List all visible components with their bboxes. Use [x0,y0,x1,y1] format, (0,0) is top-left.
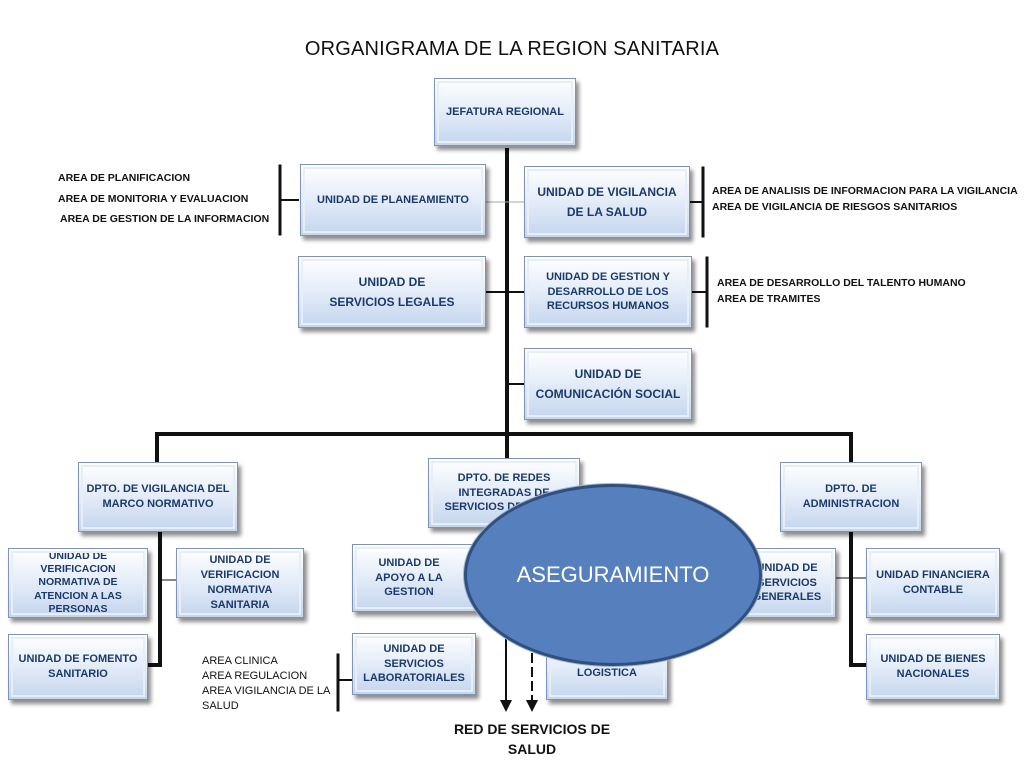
unidad-comunicacion-social-line2: COMUNICACIÓN SOCIAL [535,387,681,401]
red-servicios-salud-label: RED DE SERVICIOS DE SALUD [453,721,611,757]
unidad-vigilancia-salud-line1: UNIDAD DE VIGILANCIA [537,184,677,199]
unidad-financiera-contable-box[interactable]: UNIDAD FINANCIERA CONTABLE [866,548,1000,618]
chart-title: ORGANIGRAMA DE LA REGION SANITARIA [304,38,720,60]
area-analisis-informacion: AREA DE ANALISIS DE INFORMACION PARA LA … [712,185,1018,197]
area-gestion-informacion: AREA DE GESTION DE LA INFORMACION [60,213,270,225]
unidad-verificacion-atencion-label: UNIDAD DE VERIFICACION NORMATIVA DE ATEN… [34,550,122,615]
unidad-servicios-legales-box[interactable]: UNIDAD DE SERVICIOS LEGALES [298,256,486,328]
unidad-verificacion-sanitaria-box[interactable]: UNIDAD DE VERIFICACION NORMATIVA SANITAR… [176,548,304,618]
unidad-financiera-contable-label: UNIDAD FINANCIERA CONTABLE [876,569,990,596]
unidad-rrhh-label: UNIDAD DE GESTION Y DESARROLLO DE LOS RE… [546,270,670,313]
areas-laboratorio: AREA CLINICA AREA REGULACION AREA VIGILA… [202,654,336,713]
area-regulacion: AREA REGULACION [202,669,308,682]
area-tramites: AREA DE TRAMITES [717,293,821,305]
dpto-vigilancia-marco-normativo-box[interactable]: DPTO. DE VIGILANCIA DEL MARCO NORMATIVO [78,462,238,532]
jefatura-regional-box[interactable]: JEFATURA REGIONAL [434,78,576,146]
aseguramiento-label: ASEGURAMIENTO [516,562,710,587]
unidad-servicios-legales-line1: UNIDAD DE [358,274,426,289]
unidad-servicios-laboratoriales-label: UNIDAD DE SERVICIOS LABORATORIALES [363,642,465,685]
jefatura-regional-label: JEFATURA REGIONAL [446,105,564,118]
unidad-servicios-laboratoriales-box[interactable]: UNIDAD DE SERVICIOS LABORATORIALES [352,633,476,695]
unidad-verificacion-atencion-box[interactable]: UNIDAD DE VERIFICACION NORMATIVA DE ATEN… [8,548,148,618]
dpto-vigilancia-marco-normativo-label: DPTO. DE VIGILANCIA DEL MARCO NORMATIVO [86,483,230,510]
unidad-planeamiento-box[interactable]: UNIDAD DE PLANEAMIENTO [300,164,486,236]
unidad-fomento-sanitario-box[interactable]: UNIDAD DE FOMENTO SANITARIO [8,634,148,700]
aseguramiento-ellipse[interactable]: ASEGURAMIENTO [464,484,762,666]
unidad-planeamiento-label: UNIDAD DE PLANEAMIENTO [317,193,469,206]
dpto-administracion-box[interactable]: DPTO. DE ADMINISTRACION [780,462,922,532]
unidad-servicios-generales-label: UNIDAD DE SERVICIOS GENERALES [752,561,822,604]
unidad-comunicacion-social-box[interactable]: UNIDAD DE COMUNICACIÓN SOCIAL [524,348,692,420]
unidad-servicios-legales-line2: SERVICIOS LEGALES [329,295,455,309]
unidad-verificacion-sanitaria-label: UNIDAD DE VERIFICACION NORMATIVA SANITAR… [200,554,280,611]
unidad-rrhh-box[interactable]: UNIDAD DE GESTION Y DESARROLLO DE LOS RE… [524,256,692,328]
unidad-vigilancia-salud-box[interactable]: UNIDAD DE VIGILANCIA DE LA SALUD [524,166,690,238]
area-monitoria-evaluacion: AREA DE MONITORIA Y EVALUACION [58,193,249,205]
dpto-administracion-label: DPTO. DE ADMINISTRACION [802,483,900,510]
unidad-bienes-nacionales-label: UNIDAD DE BIENES NACIONALES [880,653,986,680]
unidad-bienes-nacionales-box[interactable]: UNIDAD DE BIENES NACIONALES [866,634,1000,700]
unidad-vigilancia-salud-line2: DE LA SALUD [566,205,648,219]
area-vigilancia-riesgos: AREA DE VIGILANCIA DE RIESGOS SANITARIOS [712,201,958,213]
area-planificacion: AREA DE PLANIFICACION [58,172,191,184]
area-desarrollo-talento: AREA DE DESARROLLO DEL TALENTO HUMANO [717,277,966,289]
unidad-apoyo-gestion-label: UNIDAD DE APOYO A LA GESTION [375,556,443,599]
unidad-fomento-sanitario-label: UNIDAD DE FOMENTO SANITARIO [18,653,138,680]
area-clinica: AREA CLINICA [202,655,278,667]
area-vigilancia-salud: AREA VIGILANCIA DE LA SALUD [202,684,330,712]
unidad-comunicacion-social-line1: UNIDAD DE [574,366,642,381]
